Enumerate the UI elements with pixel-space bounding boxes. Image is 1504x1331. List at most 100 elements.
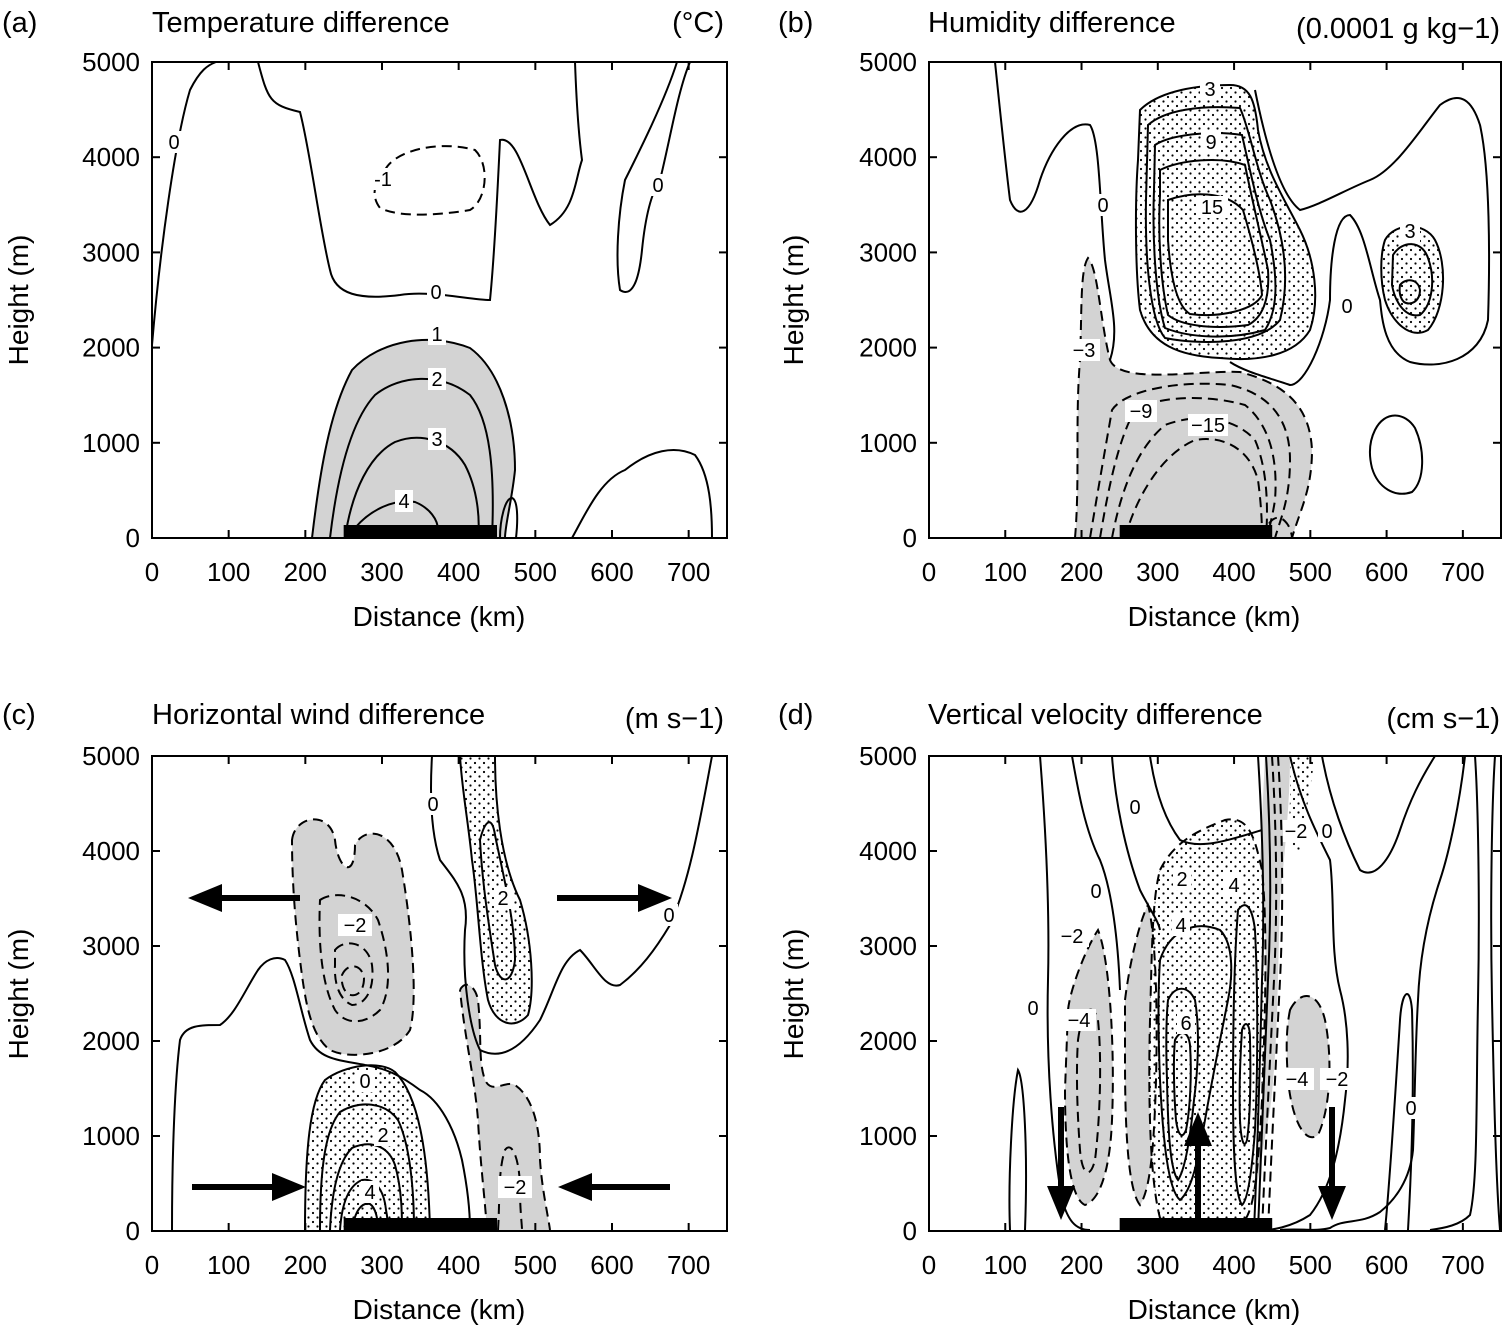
surface-bar: [1119, 1218, 1273, 1231]
x-tick-label: 500: [1289, 557, 1332, 587]
contour-0: [1071, 755, 1121, 991]
y-tick-label: 4000: [859, 142, 917, 172]
x-tick-label: 700: [1441, 1250, 1484, 1280]
x-axis-label: Distance (km): [1128, 1294, 1301, 1325]
y-tick-label: 3000: [859, 237, 917, 267]
x-tick-label: 600: [1365, 557, 1408, 587]
contour-0: [1039, 755, 1091, 1231]
contour-label: −15: [1191, 415, 1225, 437]
contour-label: 1: [431, 324, 442, 346]
x-tick-label: 100: [207, 557, 250, 587]
contour-neg3: [1261, 516, 1293, 539]
contour-label: 0: [1405, 1098, 1416, 1120]
contour-neg6: [1089, 382, 1292, 539]
contour-2: [319, 1103, 415, 1231]
contour-label: −2: [504, 1177, 527, 1199]
contour-0: [1149, 755, 1263, 846]
contour-0: [616, 61, 691, 293]
contour-0: [994, 61, 1116, 361]
x-tick-label: 300: [1136, 1250, 1179, 1280]
contour-label: −9: [1130, 401, 1153, 423]
contour-field: [171, 755, 713, 1231]
y-tick-label: 0: [126, 523, 140, 553]
contour-3: [1380, 225, 1445, 334]
contour-label: −2: [344, 915, 367, 937]
x-tick-label: 200: [284, 1250, 327, 1280]
positive-shading: [312, 339, 515, 538]
contour-dense: [1253, 755, 1265, 1231]
x-tick-label: 100: [207, 1250, 250, 1280]
y-tick-label: 4000: [859, 836, 917, 866]
y-tick-label: 0: [903, 523, 917, 553]
contour-neg1: [459, 983, 551, 1231]
contour-6: [1238, 1023, 1252, 1145]
contour-labels: 0 0 0 -1 1 2 3 4: [165, 131, 667, 513]
contour-0: [571, 449, 713, 539]
contour-0: [1429, 755, 1480, 1231]
contour-label: 0: [430, 282, 441, 304]
x-tick-label: 600: [590, 557, 633, 587]
arrowhead: [1047, 1186, 1075, 1220]
contour-6: [1172, 1032, 1192, 1137]
y-tick-label: 3000: [82, 237, 140, 267]
surface-bar: [343, 525, 497, 538]
contour-label: 9: [1205, 132, 1216, 154]
y-tick-label: 1000: [859, 428, 917, 458]
arrowhead: [638, 884, 672, 912]
surface-bar: [1119, 525, 1273, 538]
heat-source-bar: [1119, 525, 1273, 538]
x-tick-label: 600: [1365, 1250, 1408, 1280]
x-tick-label: 300: [1136, 557, 1179, 587]
heat-source-bar: [343, 1218, 497, 1231]
x-tick-label: 0: [922, 557, 936, 587]
contour-0: [1279, 755, 1466, 1231]
contour-label: −4: [1068, 1010, 1091, 1032]
contour-neg1: [373, 145, 486, 216]
panel-label: (b): [778, 7, 813, 39]
contour-label: 6: [1180, 1013, 1191, 1035]
y-tick-label: 1000: [82, 1121, 140, 1151]
y-axis-label: Height (m): [3, 235, 34, 366]
contour-label: 4: [364, 1182, 375, 1204]
contour-label: −3: [1073, 340, 1096, 362]
y-tick-label: 2000: [82, 1026, 140, 1056]
x-tick-label: 0: [145, 557, 159, 587]
contour-0: [1229, 89, 1491, 387]
contour-0: [151, 61, 217, 346]
contour-label: −2: [1285, 821, 1308, 843]
contour-1: [459, 755, 533, 1025]
contour-0: [171, 957, 471, 1231]
y-tick-label: 0: [903, 1216, 917, 1246]
contour-label: 0: [168, 132, 179, 154]
y-tick-label: 5000: [859, 741, 917, 771]
x-tick-label: 400: [1212, 557, 1255, 587]
x-tick-label: 300: [360, 557, 403, 587]
panel-units: (cm s−1): [1386, 703, 1500, 735]
contour-0: [1111, 755, 1161, 931]
x-tick-label: 100: [984, 1250, 1027, 1280]
x-tick-label: 0: [922, 1250, 936, 1280]
contour-4: [1165, 987, 1199, 1182]
x-axis-label: Distance (km): [1128, 601, 1301, 632]
negative-shading: [1125, 905, 1157, 1205]
y-axis-label: Height (m): [778, 235, 809, 366]
panel-units: (°C): [672, 7, 724, 39]
contour-dense: [1261, 755, 1278, 1231]
contour-field: [151, 61, 713, 539]
panel-title: Humidity difference: [928, 7, 1176, 39]
x-tick-label: 700: [1441, 557, 1484, 587]
arrowhead: [272, 1173, 306, 1201]
panel-title: Vertical velocity difference: [928, 699, 1263, 731]
negative-shading: [460, 984, 550, 1230]
contour-0: [257, 61, 584, 302]
contour-2: [1157, 925, 1233, 1202]
negative-shading: [1286, 996, 1330, 1138]
contour-field: [1008, 755, 1501, 1231]
contour-neg15: [1124, 438, 1263, 539]
contour-neg1: [459, 989, 488, 1231]
